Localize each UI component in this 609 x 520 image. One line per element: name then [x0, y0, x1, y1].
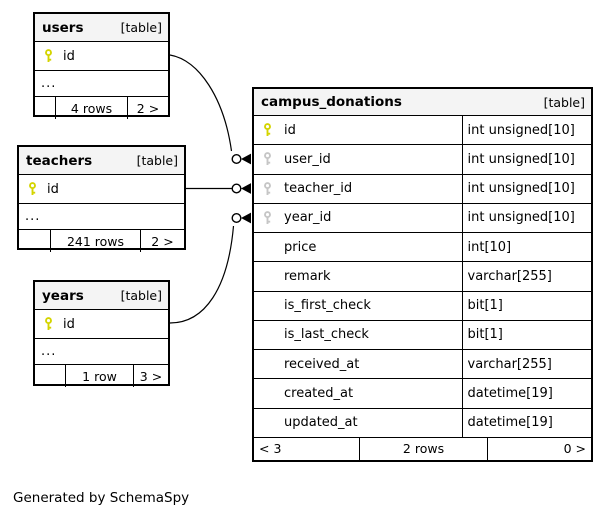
footer-row: 241 rows 2 > — [19, 229, 184, 252]
related-tables-link[interactable]: 2 > — [140, 230, 184, 252]
fk-arrowhead — [241, 183, 251, 194]
column-name: teacher_id — [284, 181, 353, 197]
foreign-key-icon — [262, 181, 273, 196]
table-years: years [table] id ... 1 row 3 > — [33, 280, 170, 387]
table-header: teachers [table] — [19, 147, 184, 174]
table-name[interactable]: campus_donations — [261, 94, 402, 110]
column-row: remark varchar[255] — [254, 261, 592, 291]
ellipsis-row: ... — [35, 70, 168, 96]
ellipsis-row: ... — [35, 338, 168, 364]
table-badge: [table] — [120, 20, 162, 35]
table-name[interactable]: teachers — [26, 152, 93, 169]
related-tables-link[interactable]: 3 > — [133, 365, 168, 387]
rows-count: 2 rows — [359, 437, 487, 460]
fk-arrowhead — [241, 212, 251, 224]
column-type: bit[1] — [461, 291, 592, 320]
zero-or-one-circle — [231, 212, 242, 223]
table-header: years [table] — [35, 282, 168, 309]
column-row: price int[10] — [254, 232, 592, 262]
footer-row: 4 rows 2 > — [35, 96, 168, 119]
table-badge: [table] — [543, 94, 585, 110]
column-name: received_at — [284, 356, 360, 372]
foreign-key-icon — [262, 211, 273, 225]
column-type: bit[1] — [461, 320, 592, 350]
table-badge: [table] — [136, 153, 178, 168]
column-row: year_id int unsigned[10] — [254, 202, 592, 233]
column-row: is_first_check bit[1] — [254, 290, 592, 320]
column-type: int unsigned[10] — [461, 203, 592, 233]
relationship-connector-teachers-teacher-id — [186, 183, 251, 194]
column-row: id — [35, 309, 168, 338]
column-row: created_at datetime[19] — [254, 378, 592, 408]
fk-arrowhead — [241, 153, 251, 165]
primary-key-icon — [262, 123, 273, 137]
rows-count: 1 row — [65, 365, 133, 387]
column-name: year_id — [284, 210, 332, 226]
table-badge: [table] — [120, 288, 162, 303]
rows-count: 241 rows — [50, 230, 140, 252]
column-row: received_at varchar[255] — [254, 349, 592, 379]
table-header: campus_donations [table] — [254, 89, 591, 115]
column-type: datetime[19] — [461, 379, 592, 408]
prev-related-link[interactable]: < 3 — [259, 441, 282, 457]
column-type: int unsigned[10] — [461, 145, 592, 174]
ellipsis-row: ... — [19, 203, 184, 229]
column-name: user_id — [284, 151, 331, 167]
column-row: is_last_check bit[1] — [254, 319, 592, 350]
column-row: teacher_id int unsigned[10] — [254, 173, 592, 203]
primary-key-icon — [43, 49, 54, 63]
rows-count: 4 rows — [55, 97, 127, 119]
table-teachers: teachers [table] id ... 241 rows 2 > — [17, 145, 186, 252]
zero-or-one-circle — [231, 153, 242, 164]
column-name: is_last_check — [284, 327, 369, 343]
footer-row: < 3 2 rows 0 > — [254, 436, 591, 460]
footer-row: 1 row 3 > — [35, 364, 168, 387]
column-name: created_at — [284, 386, 354, 402]
column-name: id — [63, 48, 75, 64]
column-name: id — [284, 122, 296, 138]
column-row: updated_at datetime[19] — [254, 407, 592, 437]
column-type: varchar[255] — [461, 350, 592, 379]
table-name[interactable]: users — [42, 19, 84, 36]
footer-spacer — [19, 230, 50, 252]
related-tables-link[interactable]: 2 > — [127, 97, 168, 119]
next-related-link[interactable]: 0 > — [487, 437, 591, 460]
column-row: user_id int unsigned[10] — [254, 144, 592, 174]
generated-by-note: Generated by SchemaSpy — [13, 490, 190, 506]
table-users: users [table] id ... 4 rows 2 > — [33, 12, 170, 119]
table-header: users [table] — [35, 14, 168, 41]
footer-spacer — [35, 97, 55, 119]
column-name: id — [47, 181, 59, 197]
column-name: id — [63, 316, 75, 332]
table-name[interactable]: years — [42, 287, 84, 304]
column-row: id — [35, 41, 168, 70]
column-row: id — [19, 174, 184, 203]
column-type: int unsigned[10] — [461, 116, 592, 145]
table-campus-donations: campus_donations [table] id int unsigned… — [252, 87, 593, 462]
zero-or-one-circle — [231, 183, 242, 194]
column-name: is_first_check — [284, 298, 371, 314]
column-row: id int unsigned[10] — [254, 115, 592, 145]
column-type: datetime[19] — [461, 408, 592, 437]
primary-key-icon — [43, 317, 54, 331]
column-name: price — [284, 239, 317, 255]
footer-spacer — [35, 365, 65, 387]
column-type: int unsigned[10] — [461, 174, 592, 203]
column-name: updated_at — [284, 415, 358, 431]
foreign-key-icon — [262, 152, 273, 166]
column-name: remark — [284, 268, 331, 284]
column-type: int[10] — [461, 233, 592, 262]
column-type: varchar[255] — [461, 262, 592, 291]
primary-key-icon — [27, 182, 38, 196]
